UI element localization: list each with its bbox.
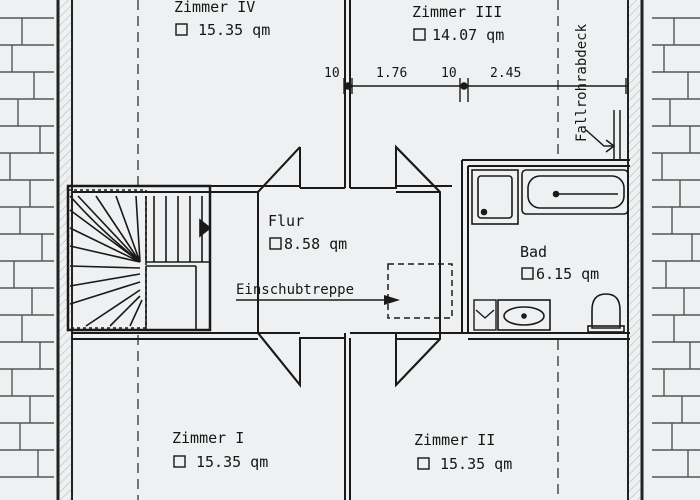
room-area: 15.35 qm — [196, 453, 268, 471]
dimension-labels: 10 1.76 10 2.45 — [324, 66, 521, 81]
room-area: 6.15 qm — [536, 265, 599, 283]
dimension-d3: 10 — [441, 66, 457, 81]
right-roof-tiles — [652, 17, 700, 478]
room-area: 15.35 qm — [198, 21, 270, 39]
staircase — [66, 184, 212, 332]
dimension-d2: 1.76 — [376, 66, 407, 81]
room-zimmer-iii: Zimmer III 14.07 qm — [412, 3, 504, 44]
roof-slope-lines — [137, 0, 559, 500]
attic-ladder-label: Einschubtreppe — [236, 282, 354, 298]
dimension-d1: 10 — [324, 66, 340, 81]
room-name: Zimmer III — [412, 3, 502, 21]
left-roof-tiles — [0, 17, 54, 478]
area-box-icon — [269, 237, 282, 250]
dimension-line — [343, 78, 628, 102]
room-area: 15.35 qm — [440, 455, 512, 473]
room-zimmer-iv: Zimmer IV 15.35 qm — [174, 0, 270, 39]
room-zimmer-ii: Zimmer II 15.35 qm — [414, 431, 512, 473]
room-name: Zimmer I — [172, 429, 244, 447]
area-box-icon — [521, 267, 534, 280]
toilet — [587, 293, 625, 333]
room-name: Bad — [520, 243, 547, 261]
dimension-d4: 2.45 — [490, 66, 521, 81]
bathtub — [521, 169, 629, 215]
room-area: 8.58 qm — [284, 235, 347, 253]
area-box-icon — [175, 23, 188, 36]
room-name: Zimmer IV — [174, 0, 255, 16]
shower — [471, 169, 519, 225]
room-bad: Bad 6.15 qm — [520, 243, 599, 283]
room-flur: Flur 8.58 qm — [268, 212, 347, 253]
room-name: Zimmer II — [414, 431, 495, 449]
room-area: 14.07 qm — [432, 26, 504, 44]
area-box-icon — [173, 455, 186, 468]
room-zimmer-i: Zimmer I 15.35 qm — [172, 429, 268, 471]
attic-ladder-arrow-head — [384, 295, 400, 305]
area-box-icon — [417, 457, 430, 470]
downpipe — [585, 110, 621, 160]
room-name: Flur — [268, 212, 304, 230]
cabinet — [473, 299, 497, 331]
attic-ladder-outline — [387, 263, 453, 319]
area-box-icon — [413, 28, 426, 41]
washbasin — [497, 299, 551, 331]
wall-fill — [58, 0, 642, 500]
flur-arrow-right — [395, 146, 441, 386]
flur-arrow-left — [257, 146, 301, 386]
downpipe-label: Fallrohrabdeck — [574, 23, 590, 142]
